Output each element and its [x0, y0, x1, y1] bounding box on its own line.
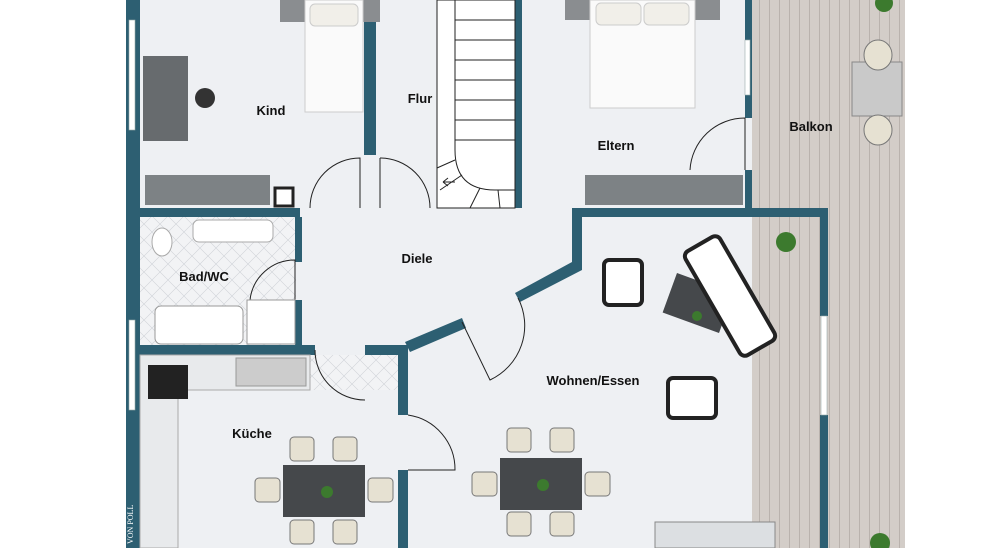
- walls: [126, 0, 828, 548]
- windows: [128, 19, 828, 416]
- doors: [249, 117, 746, 471]
- room-label-diele: Diele: [401, 251, 432, 266]
- room-label-kueche: Küche: [232, 426, 272, 441]
- svg-text:VON POLL: VON POLL: [126, 505, 135, 544]
- staircase: [436, 0, 516, 209]
- room-label-eltern: Eltern: [598, 138, 635, 153]
- room-label-balkon: Balkon: [789, 119, 832, 134]
- room-label-kind: Kind: [257, 103, 286, 118]
- room-label-flur: Flur: [408, 91, 433, 106]
- room-label-wohnen: Wohnen/Essen: [547, 373, 640, 388]
- room-label-bad: Bad/WC: [179, 269, 229, 284]
- von-poll-logo: VON POLL: [126, 505, 135, 544]
- furniture: [139, 0, 903, 548]
